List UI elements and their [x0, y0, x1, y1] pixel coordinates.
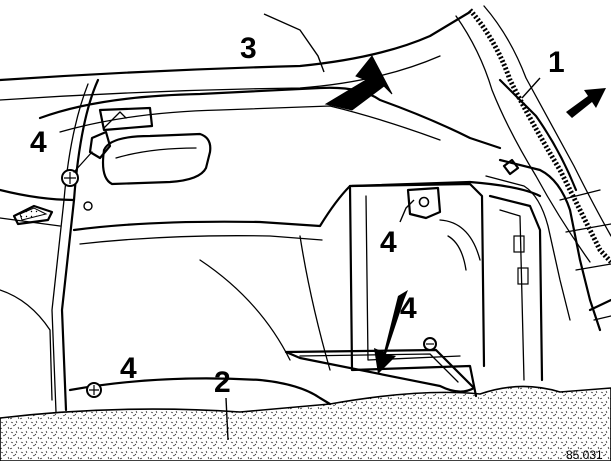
- grab-handle-recess: [101, 132, 212, 186]
- storage-recess-frame: [348, 184, 478, 398]
- trim-clip-bracket: [88, 130, 112, 160]
- seat-belt-slot: [12, 204, 54, 226]
- leader-4-recess-top: [399, 199, 415, 223]
- callout-4-lower-left: 4: [120, 352, 137, 385]
- callout-1: 1: [548, 46, 565, 79]
- tailgate-weatherstrip: [468, 8, 611, 264]
- screw-upper-left: [61, 151, 93, 187]
- tailgate-aperture-frame: [498, 158, 602, 332]
- lower-side-trim-panel: [72, 180, 542, 232]
- leader-1: [521, 77, 541, 99]
- removal-arrow-right: [566, 88, 606, 118]
- parcel-shelf-tab: [98, 106, 154, 132]
- stud-left-panel: [83, 201, 93, 211]
- removal-arrow-lower: [374, 290, 408, 374]
- boot-floor-carpet: [0, 385, 611, 461]
- figure-reference: 85.031: [566, 448, 603, 461]
- screw-recess-lower: [423, 337, 437, 351]
- screw-lower-left: [86, 382, 102, 398]
- callout-3: 3: [240, 32, 257, 65]
- callout-4-recess-top: 4: [380, 226, 397, 259]
- bracket-hole: [418, 196, 430, 208]
- removal-arrow-upper: [324, 55, 393, 111]
- side-trim-panel: [0, 188, 76, 202]
- callout-2: 2: [214, 366, 231, 399]
- roof-line: [0, 10, 472, 82]
- callout-4-recess-lower: 4: [400, 292, 417, 325]
- stud-upper-right: [502, 158, 520, 176]
- upper-trim-panel: [38, 86, 502, 150]
- leader-2: [225, 397, 229, 441]
- leader-3: [263, 13, 325, 73]
- recess-upper-bracket: [406, 186, 442, 220]
- callout-4-upper-left: 4: [30, 126, 47, 159]
- recess-cover-flap: [284, 348, 476, 393]
